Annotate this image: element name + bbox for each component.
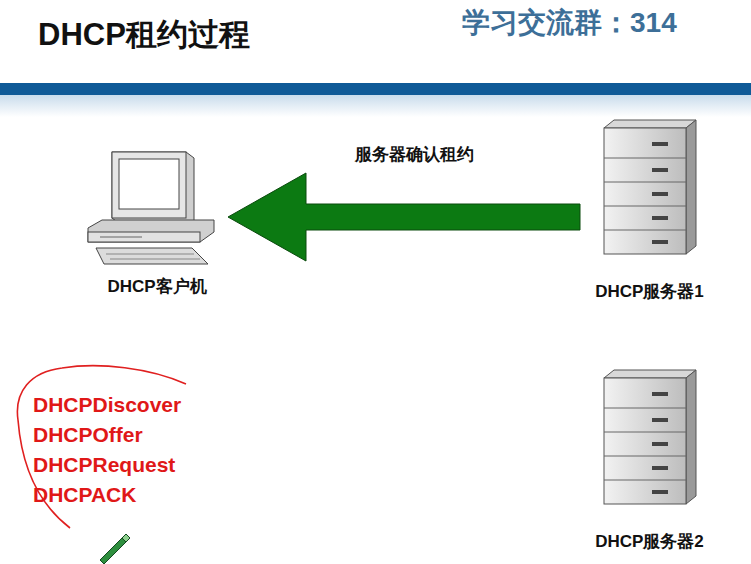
message-name: DHCPACK xyxy=(33,483,136,507)
header-fade xyxy=(0,95,751,117)
dhcp-server: DHCP服务器1 xyxy=(592,118,707,303)
hand-drawn-circle xyxy=(17,366,186,528)
message-name: DHCPRequest xyxy=(33,453,175,477)
node-label: DHCP客户机 xyxy=(82,275,232,298)
node-label: DHCP服务器1 xyxy=(592,280,707,303)
watermark: 学习交流群：314 xyxy=(462,4,677,42)
message-name: DHCPDiscover xyxy=(33,393,181,417)
lease-arrow xyxy=(228,173,580,261)
message-name: DHCPOffer xyxy=(33,423,143,447)
header-bar xyxy=(0,83,751,95)
dhcp-server-icon xyxy=(600,368,715,508)
page-title: DHCP租约过程 xyxy=(38,14,250,56)
dhcp-server-icon xyxy=(600,118,715,258)
client-computer-icon xyxy=(82,148,232,273)
dhcp-server: DHCP服务器2 xyxy=(592,368,707,553)
node-label: DHCP服务器2 xyxy=(592,530,707,553)
pen-cursor xyxy=(100,534,130,564)
client-computer: DHCP客户机 xyxy=(82,148,232,298)
edge-label: 服务器确认租约 xyxy=(353,143,476,166)
